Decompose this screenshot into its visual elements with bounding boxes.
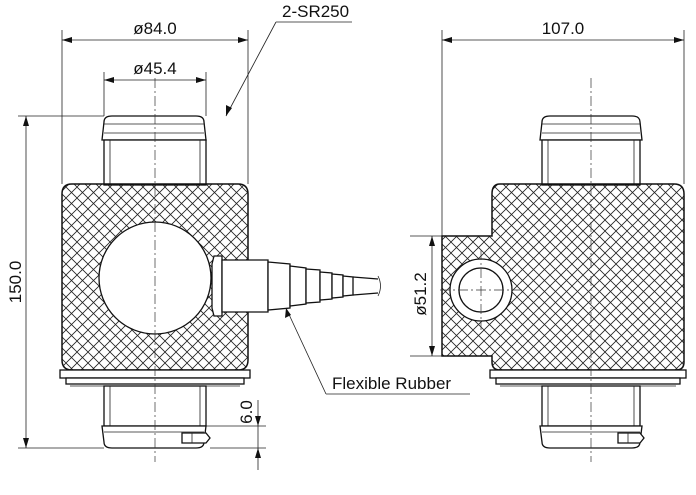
front-top-cap (101, 115, 207, 141)
height-label: 150.0 (6, 261, 25, 304)
cable-note: Flexible Rubber (332, 374, 451, 393)
top-inner-diameter-label: ø45.4 (133, 59, 176, 78)
cable-housing (221, 259, 269, 313)
side-bottom-pin (617, 432, 645, 444)
flexible-rubber-sleeve (267, 261, 354, 311)
side-port-diameter-label: ø51.2 (411, 272, 430, 315)
side-dimensions: 107.0 ø51.2 (410, 19, 685, 357)
side-view (440, 78, 687, 462)
front-bottom-pin (181, 432, 211, 444)
cable-connector (211, 255, 223, 317)
radius-note: 2-SR250 (282, 2, 349, 21)
side-width-label: 107.0 (542, 19, 585, 38)
cable (352, 276, 379, 296)
front-dimensions: ø84.0 ø45.4 2-SR250 150.0 6.0 Flexible R… (6, 2, 470, 470)
bottom-gap-label: 6.0 (237, 400, 256, 424)
front-view (59, 78, 381, 462)
side-bottom-ring (489, 369, 687, 379)
top-outer-diameter-label: ø84.0 (133, 19, 176, 38)
